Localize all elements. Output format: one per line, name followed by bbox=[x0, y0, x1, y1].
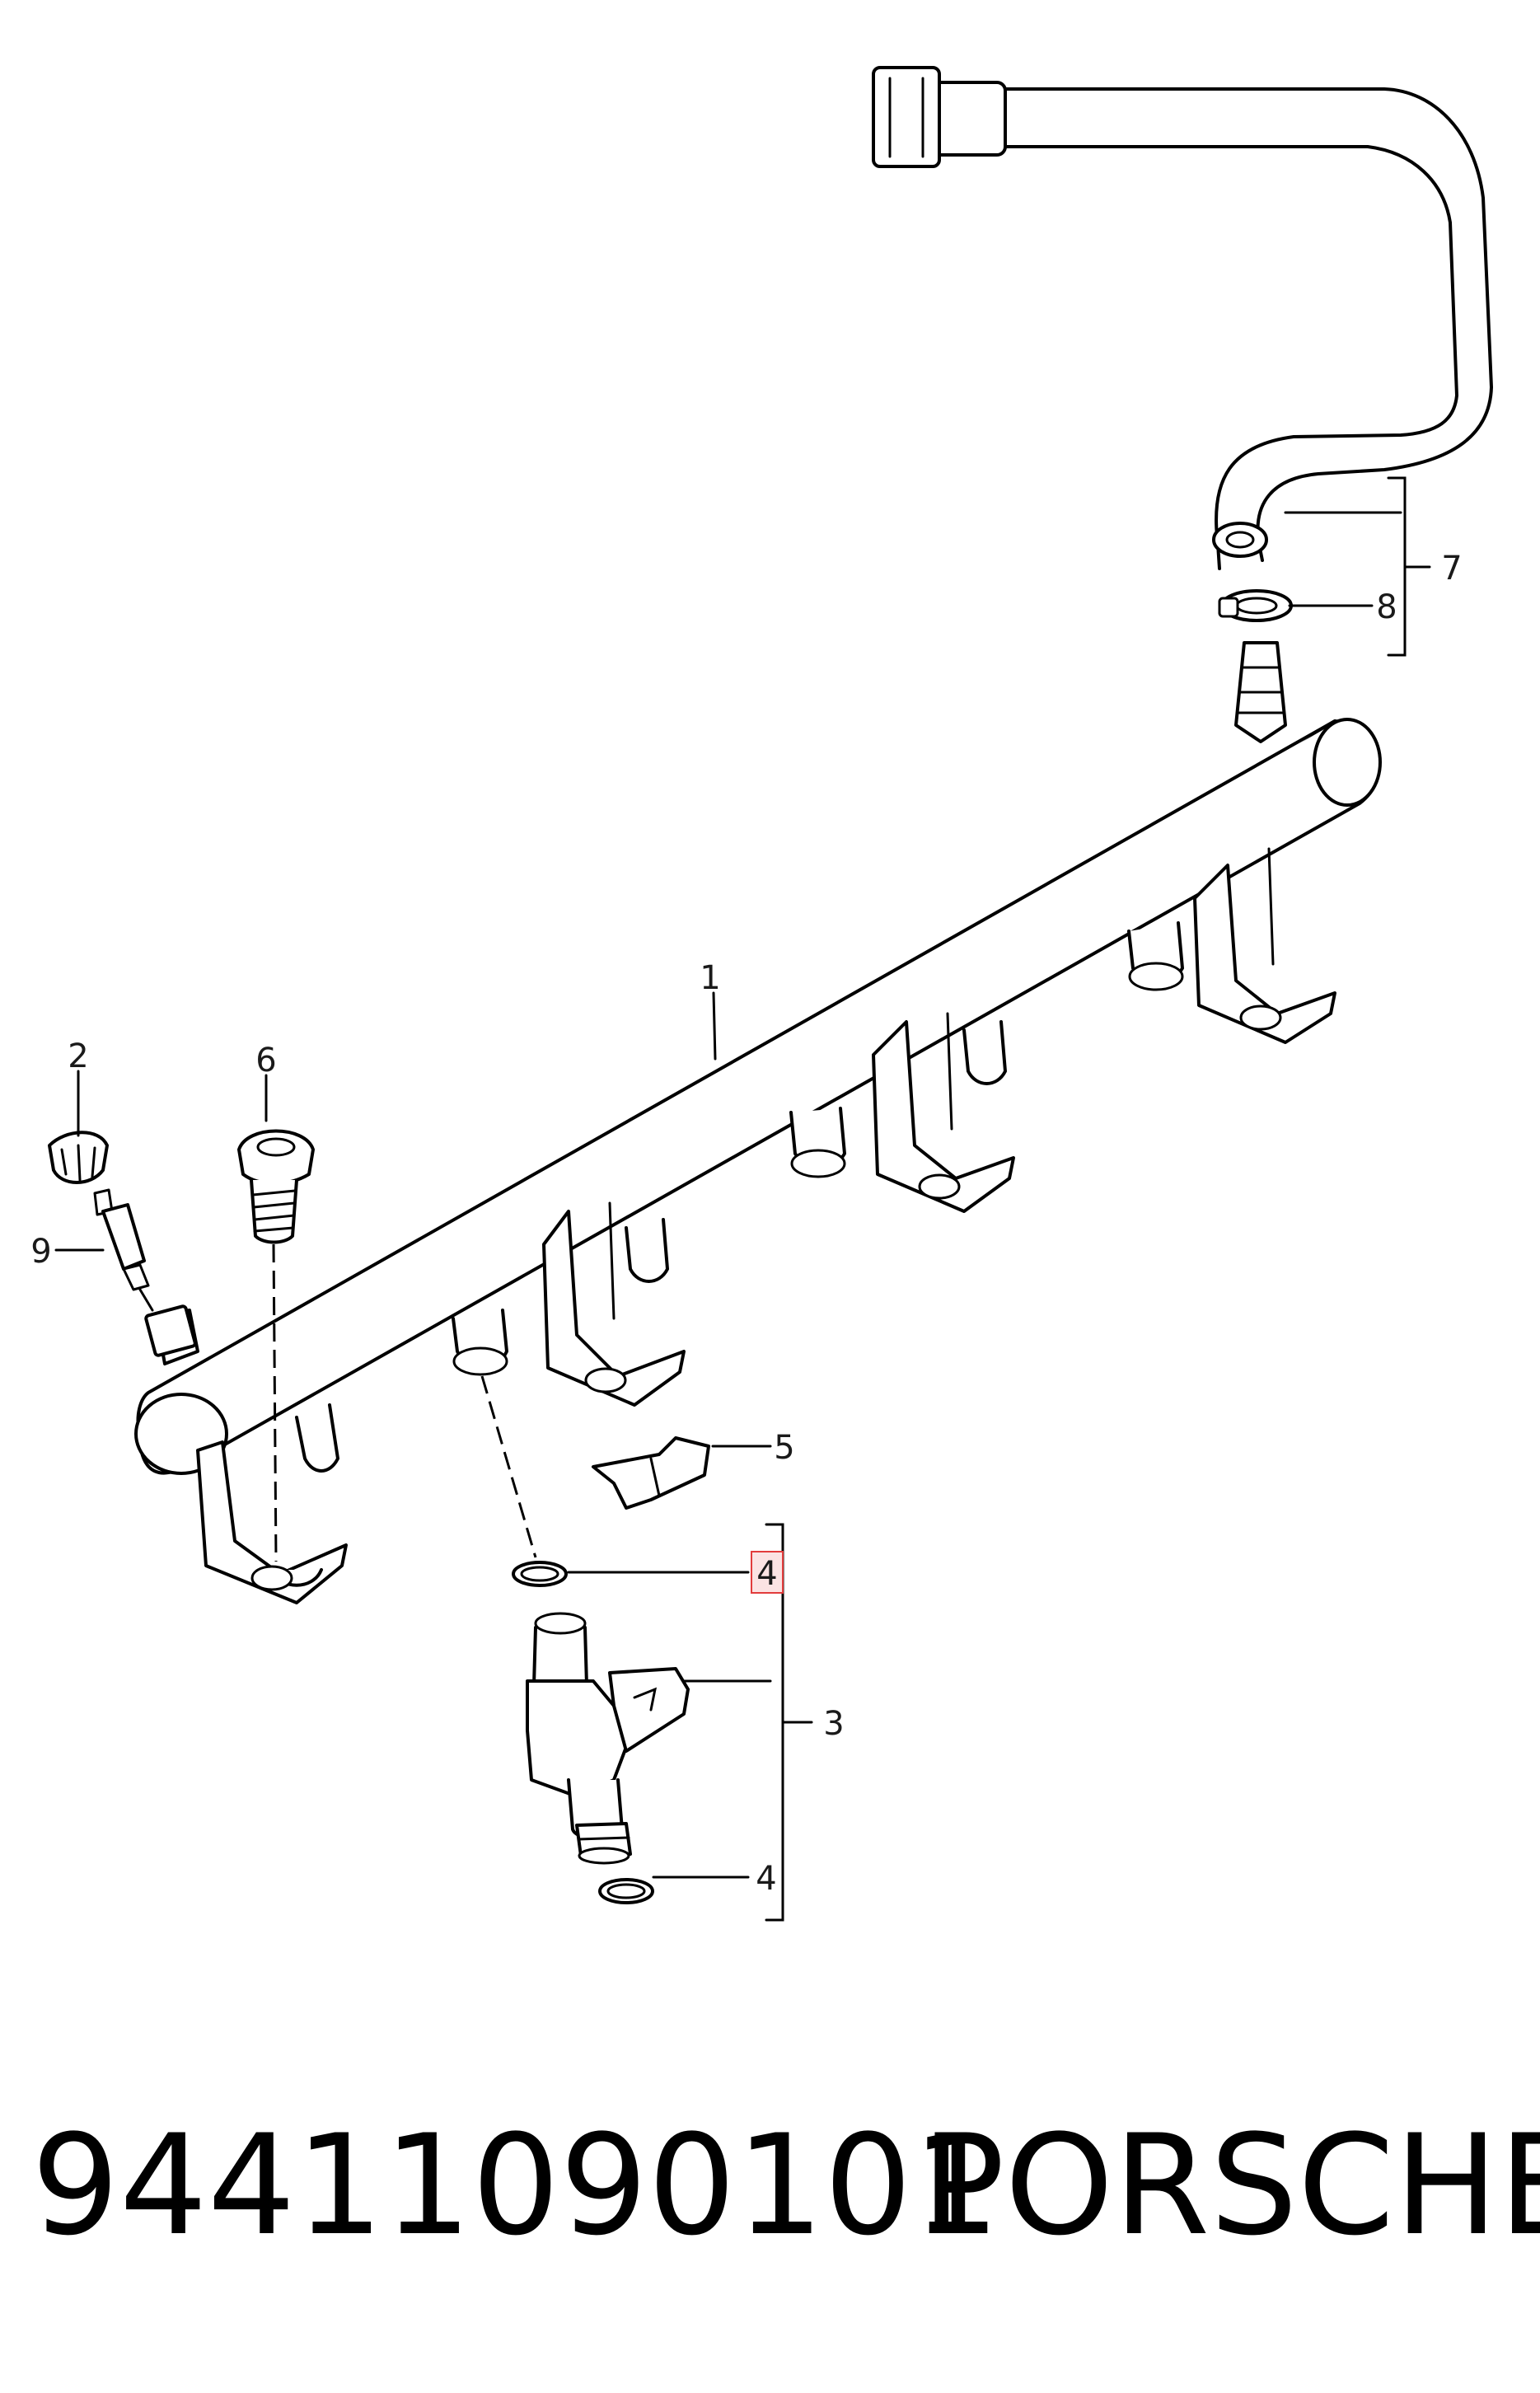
rail-bracket-4 bbox=[1193, 847, 1336, 1044]
callout-7: 7 bbox=[1441, 550, 1462, 588]
callout-6: 6 bbox=[255, 1042, 276, 1079]
callout-1: 1 bbox=[700, 959, 720, 997]
callout-8: 8 bbox=[1376, 588, 1397, 626]
rail-bracket-3 bbox=[872, 1012, 1015, 1213]
callout-3: 3 bbox=[823, 1705, 844, 1743]
valve-cap bbox=[48, 1131, 109, 1184]
brand-name: PORSCHE bbox=[921, 2105, 1540, 2266]
rail-bracket-2 bbox=[542, 1201, 686, 1407]
callout-4-top: 4 bbox=[756, 1555, 777, 1593]
fuel-rail bbox=[134, 718, 1382, 1475]
part-number: 94411090101 bbox=[31, 2105, 1000, 2266]
callout-4-bottom: 4 bbox=[756, 1860, 776, 1898]
o-ring-top bbox=[480, 1375, 568, 1587]
rail-end-port bbox=[144, 1304, 199, 1365]
rail-nipple bbox=[1234, 641, 1287, 743]
mounting-bolt bbox=[237, 1129, 315, 1562]
fuel-hose bbox=[872, 66, 1493, 570]
callout-9: 9 bbox=[30, 1233, 51, 1271]
highlight-box bbox=[751, 1551, 784, 1594]
callout-5: 5 bbox=[774, 1429, 794, 1467]
injector-clip bbox=[592, 1436, 710, 1510]
fuel-injector bbox=[526, 1612, 690, 1865]
valve-core bbox=[93, 1188, 154, 1312]
callout-2: 2 bbox=[68, 1037, 88, 1075]
rail-ports bbox=[295, 921, 1184, 1473]
hose-clamp bbox=[1218, 589, 1293, 622]
leader-lines bbox=[54, 476, 1431, 1922]
o-ring-bottom bbox=[598, 1878, 654, 1904]
rail-bracket-1 bbox=[196, 1440, 348, 1604]
